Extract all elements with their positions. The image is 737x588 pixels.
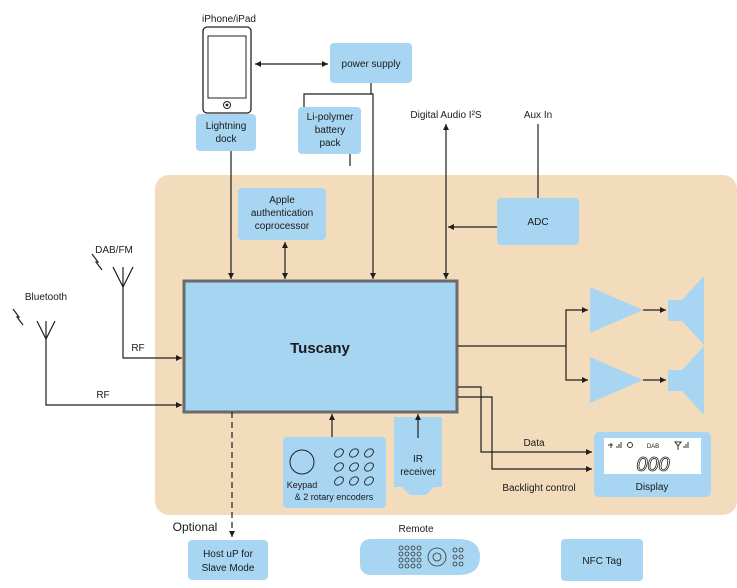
speaker-2-icon: [668, 346, 704, 415]
bluetooth-antenna-icon: [12, 308, 56, 341]
remote-label: Remote: [398, 524, 433, 535]
battery-label-3: pack: [319, 138, 341, 149]
optional-label: Optional: [173, 520, 218, 534]
aux-in-label: Aux In: [524, 110, 552, 121]
lightning-dock-label-2: dock: [215, 134, 237, 145]
remote-buttons-icon: [398, 545, 464, 569]
tuscany-label: Tuscany: [290, 340, 350, 357]
ir-label-1: IR: [413, 454, 423, 465]
amplifier-1: [590, 287, 643, 333]
adc-box: [497, 198, 579, 245]
rf-label-1: RF: [131, 343, 144, 354]
ir-label-2: receiver: [400, 467, 436, 478]
bluetooth-label: Bluetooth: [25, 292, 67, 303]
adc-label: ADC: [527, 217, 548, 228]
iphone-icon: [202, 26, 252, 114]
lcd-digits: 000: [636, 454, 669, 476]
rf-dab-line: [122, 287, 182, 361]
power-supply-box: [330, 43, 412, 83]
power-battery-line: [303, 93, 371, 107]
battery-label-1: Li-polymer: [307, 112, 354, 123]
rf-bt-line: [45, 339, 182, 408]
host-label-2: Slave Mode: [202, 563, 255, 574]
ir-receiver-box: [394, 417, 442, 495]
battery-label-2: battery: [315, 125, 346, 136]
amplifier-2: [590, 357, 643, 403]
display-lcd: [604, 438, 701, 474]
apple-auth-label-1: Apple: [269, 195, 295, 206]
apple-auth-label-3: coprocessor: [255, 221, 310, 232]
remote-icon: [360, 539, 480, 575]
host-up-box: [188, 540, 268, 580]
nfc-tag-box: [561, 539, 643, 581]
nfc-tag-label: NFC Tag: [582, 556, 621, 567]
keypad-buttons-icon: [334, 448, 374, 486]
rf-label-2: RF: [96, 390, 109, 401]
battery-pack-box: [298, 107, 361, 154]
keypad-box: [283, 437, 386, 508]
data-line: [458, 386, 592, 455]
dabfm-label: DAB/FM: [95, 245, 133, 256]
host-label-1: Host uP for: [203, 549, 254, 560]
backlight-label: Backlight control: [502, 483, 575, 494]
lightning-dock-label-1: Lightning: [206, 121, 247, 132]
power-tuscany-line: [370, 83, 376, 279]
keypad-label-2: & 2 rotary encoders: [295, 492, 374, 502]
lightning-dock-box: [196, 114, 256, 151]
keypad-label-1: Keypad: [287, 480, 318, 490]
speaker-1-icon: [668, 276, 704, 345]
iphone-label: iPhone/iPad: [202, 14, 256, 25]
apple-auth-label-2: authentication: [251, 208, 313, 219]
tuscany-box: [182, 279, 459, 414]
power-supply-label: power supply: [342, 59, 401, 70]
backlight-line: [458, 396, 592, 472]
apple-auth-box: [238, 188, 326, 240]
data-label: Data: [523, 438, 545, 449]
lcd-icons: [608, 441, 689, 450]
digital-audio-label: Digital Audio I²S: [410, 110, 481, 121]
lcd-dab-text: DAB: [647, 444, 659, 450]
rotary-encoder-icon: [289, 449, 315, 475]
dabfm-antenna-icon: [91, 253, 134, 289]
amp1-feed-line: [565, 307, 588, 346]
amp2-feed-line: [565, 346, 588, 383]
display-label: Display: [636, 482, 669, 493]
